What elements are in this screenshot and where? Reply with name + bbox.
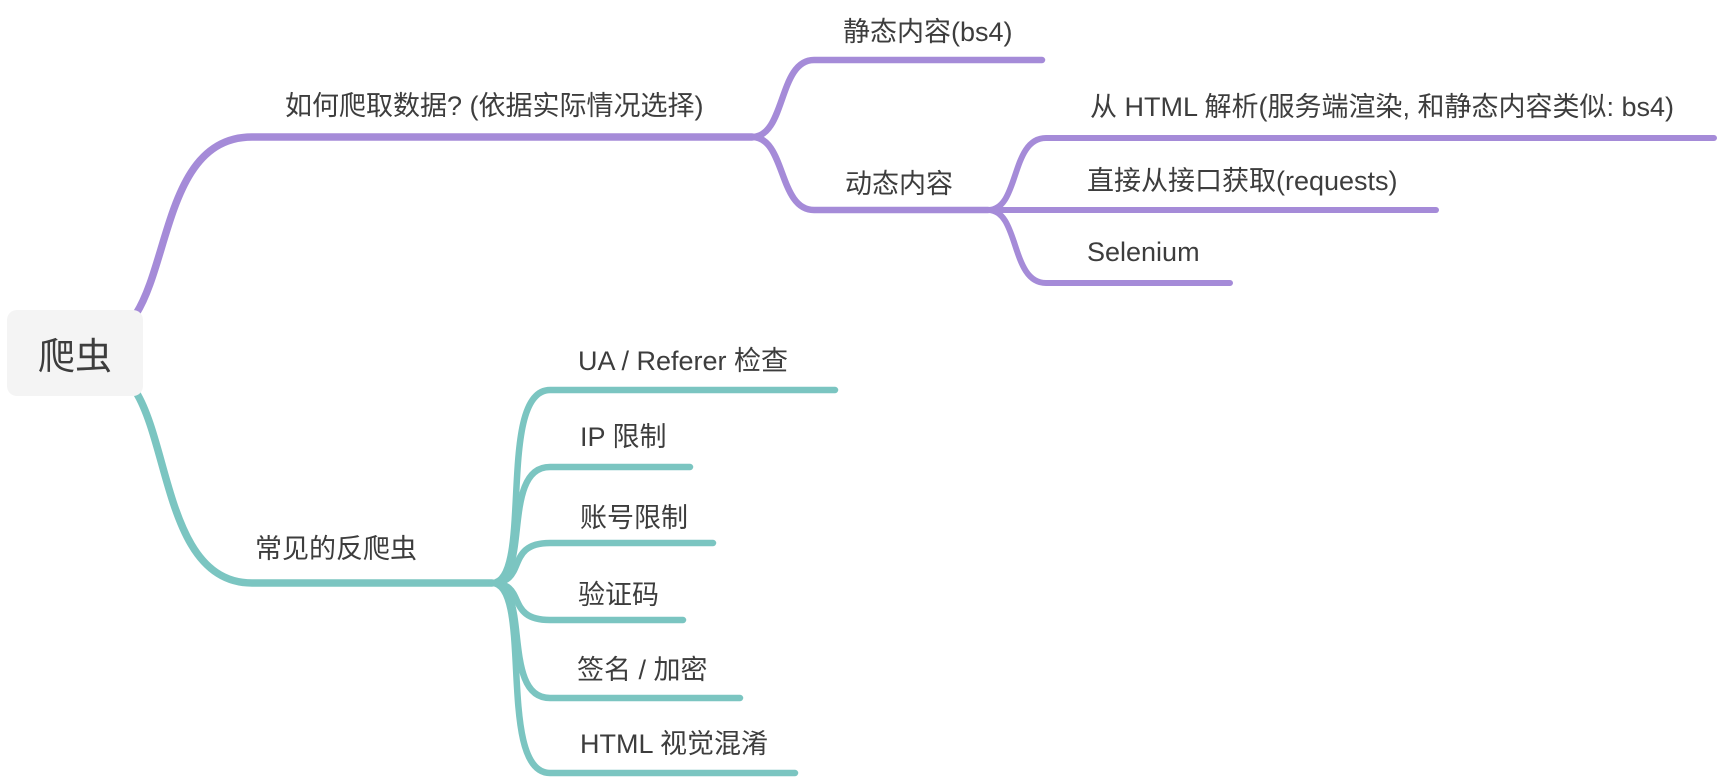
node-parse-from-html[interactable]: 从 HTML 解析(服务端渲染, 和静态内容类似: bs4) [1090, 91, 1675, 122]
node-ip-limit[interactable]: IP 限制 [580, 421, 667, 452]
node-static-content[interactable]: 静态内容(bs4) [843, 16, 1013, 47]
node-common-anti-crawler[interactable]: 常见的反爬虫 [255, 533, 417, 564]
node-html-visual-obfuscation[interactable]: HTML 视觉混淆 [580, 728, 768, 759]
node-ua-referer-check[interactable]: UA / Referer 检查 [578, 345, 789, 376]
connector-root-to-how-to-crawl [132, 133, 756, 318]
node-account-limit[interactable]: 账号限制 [580, 502, 688, 533]
node-captcha[interactable]: 验证码 [578, 579, 659, 610]
node-signature-encryption[interactable]: 签名 / 加密 [577, 654, 708, 685]
node-dynamic-content[interactable]: 动态内容 [845, 168, 953, 199]
node-root[interactable]: 爬虫 [7, 310, 143, 396]
node-root-label: 爬虫 [38, 336, 112, 377]
connector-anti-crawler-to-ua-referer [488, 386, 839, 587]
node-selenium[interactable]: Selenium [1087, 236, 1200, 267]
node-how-to-crawl[interactable]: 如何爬取数据? (依据实际情况选择) [285, 90, 704, 121]
connector-how-to-crawl-to-static-content [748, 56, 1046, 141]
connector-anti-crawler-to-account-limit [488, 539, 717, 587]
node-fetch-from-api[interactable]: 直接从接口获取(requests) [1087, 165, 1398, 196]
